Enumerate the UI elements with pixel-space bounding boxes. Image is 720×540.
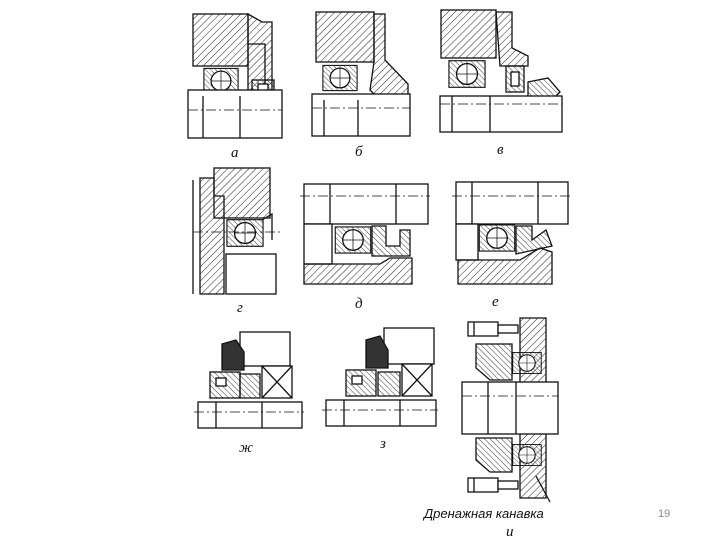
panel-d [300,183,430,285]
panel-b [311,11,411,137]
label-zh: ж [239,440,253,456]
panel-v [439,9,563,133]
label-v: в [497,142,504,158]
label-e: е [492,294,499,310]
panel-g [192,167,280,295]
label-g: г [237,300,243,316]
label-z: з [379,436,386,452]
panel-e [452,181,570,285]
label-b: б [355,144,363,160]
page-number: 19 [658,508,671,520]
label-a: а [231,145,239,161]
drain-groove-caption: Дренажная канавка [422,506,544,521]
panel-zh [194,331,304,429]
label-i: и [506,524,514,540]
panel-z [322,327,438,427]
label-d: д [355,296,363,312]
panel-a [187,12,283,139]
panel-i [461,317,559,503]
